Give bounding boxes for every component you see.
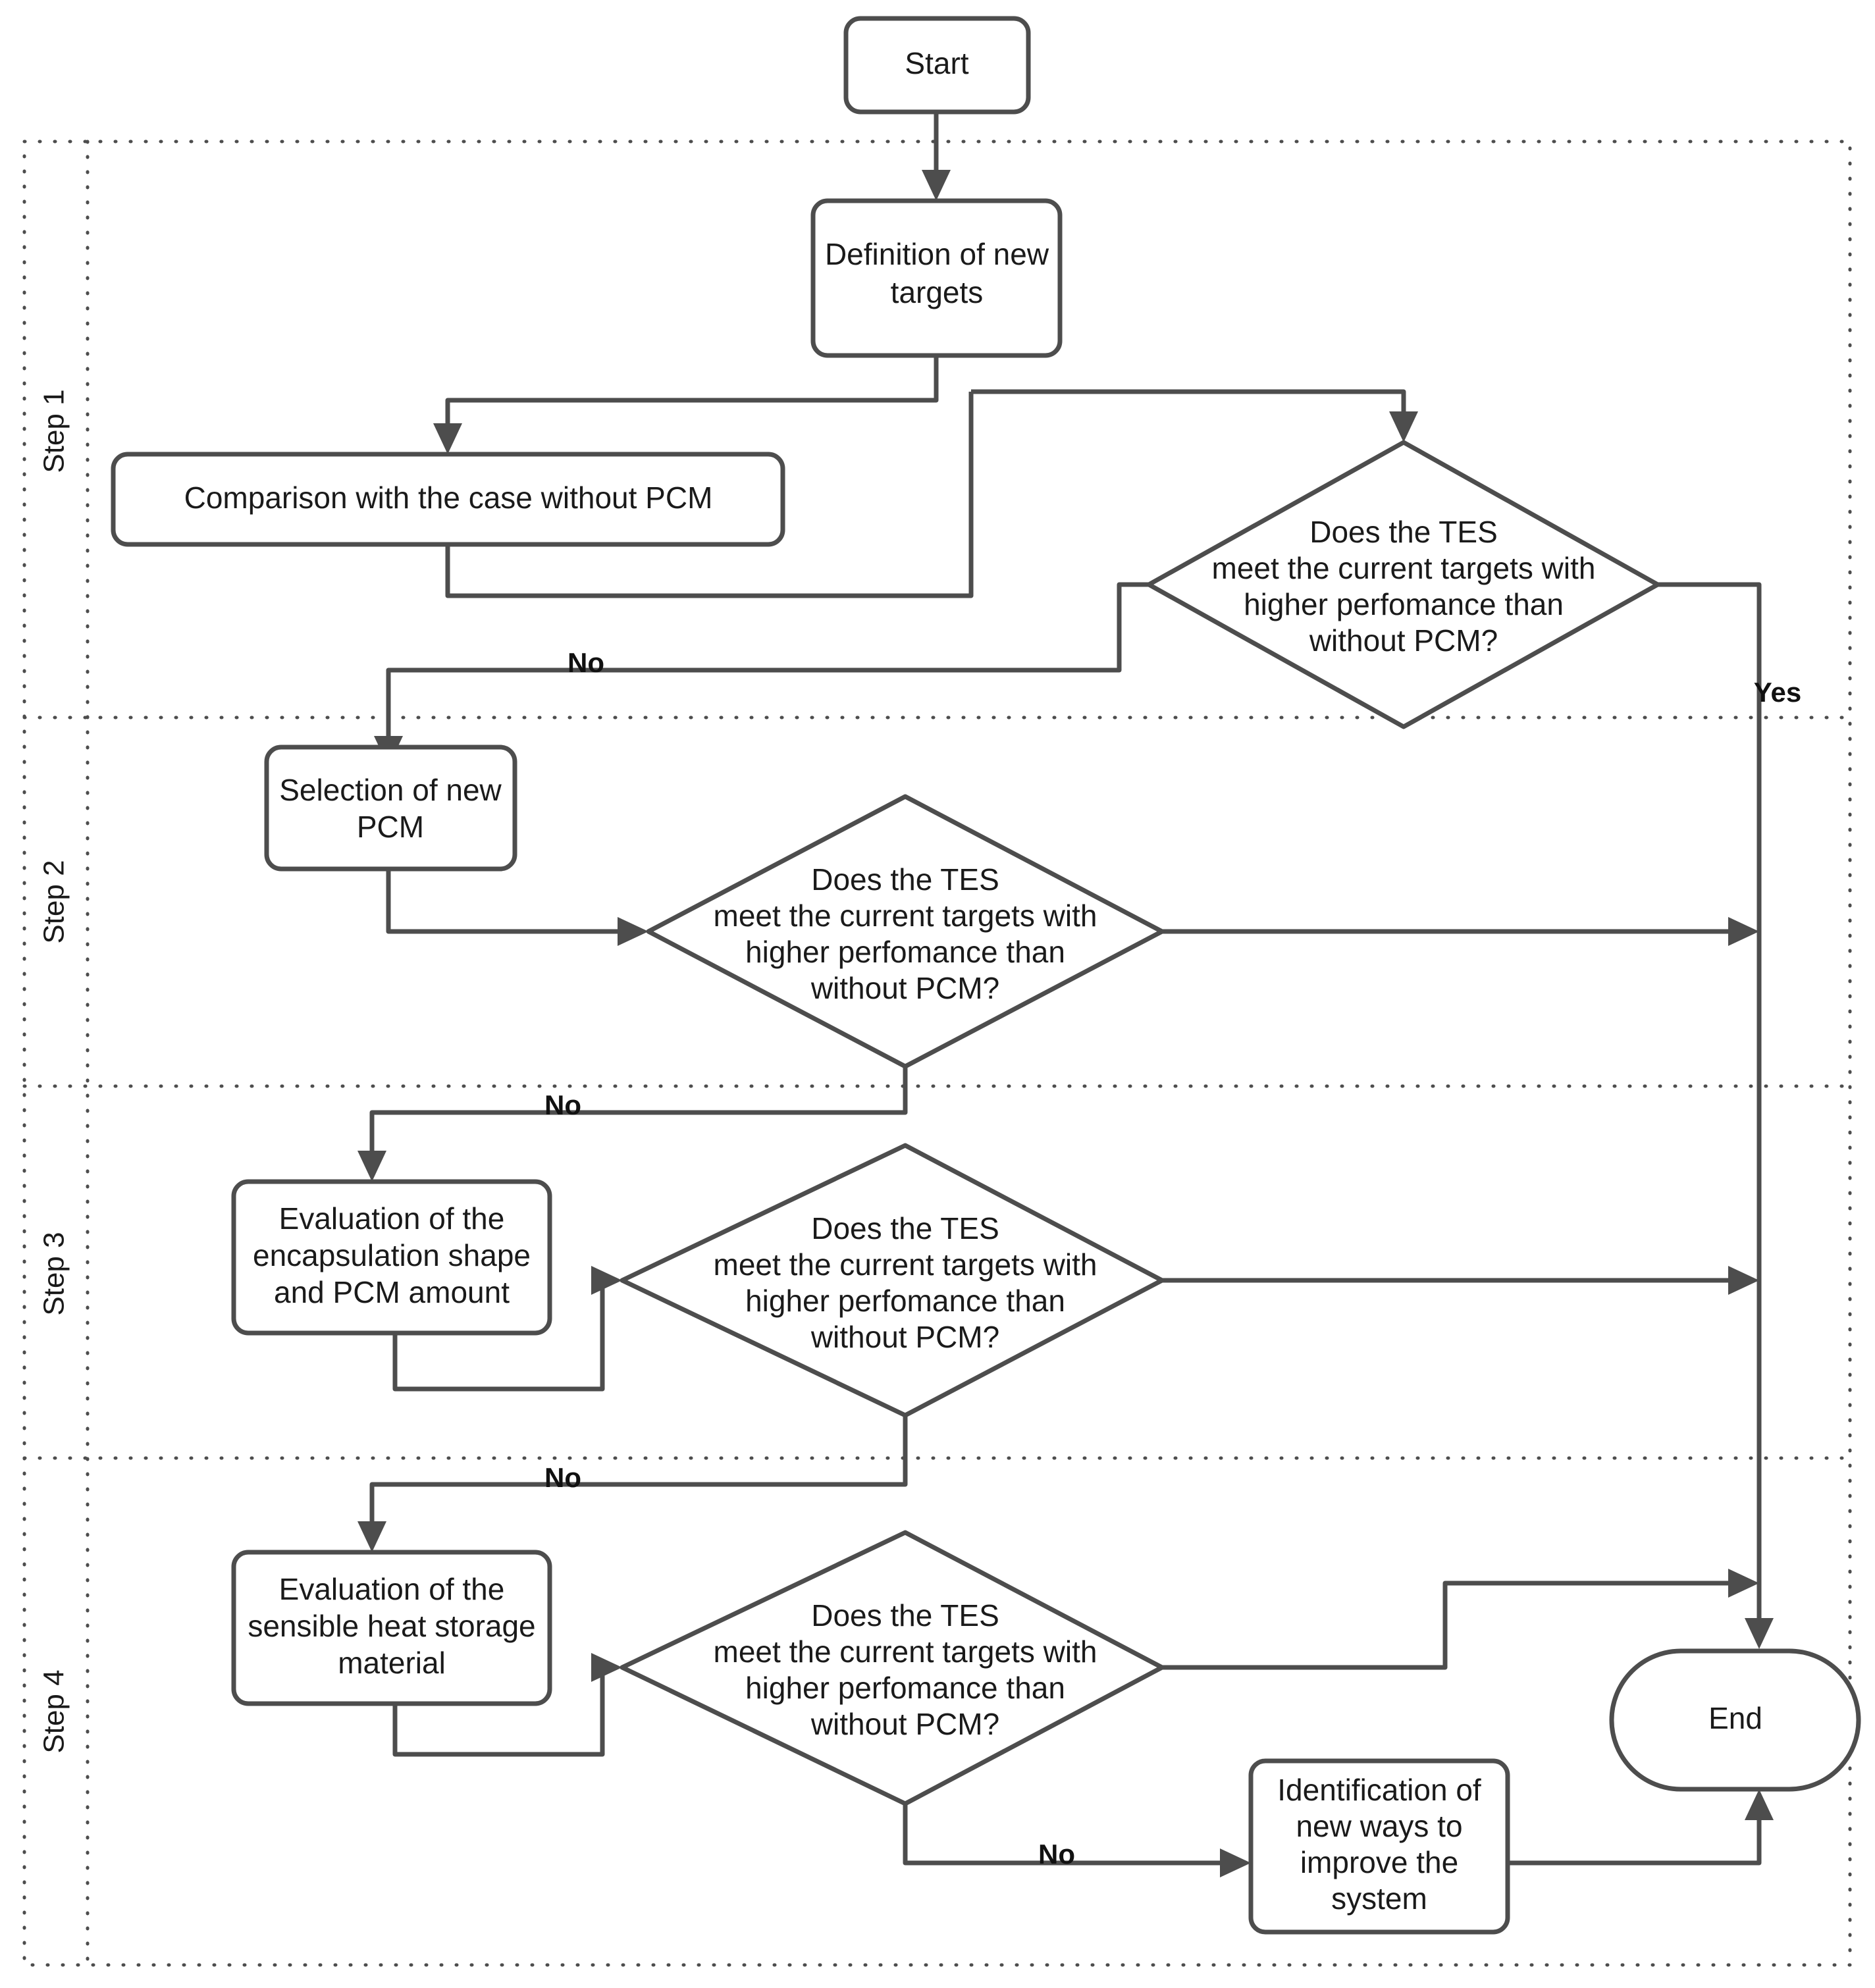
end-label: End [1708, 1701, 1762, 1735]
decision1-line1: Does the TES [1309, 515, 1498, 549]
definition-label-line1: Definition of new [825, 237, 1049, 271]
arrowhead-decision2-yes [1728, 917, 1759, 946]
selection-line1: Selection of new [279, 773, 502, 807]
decision2-shape[interactable] [646, 794, 1165, 1069]
node-comparison-without-pcm[interactable]: Comparison with the case without PCM [111, 452, 785, 547]
decision4-line3: higher perfomance than [745, 1671, 1065, 1705]
arrowhead-identification-in [1220, 1848, 1251, 1877]
comparison-shape[interactable] [111, 452, 785, 547]
arrowhead-decision2-no [357, 1151, 386, 1182]
decision2-line4: without PCM? [810, 971, 999, 1005]
decision3-line3: higher perfomance than [745, 1284, 1065, 1318]
decision1-shape[interactable] [1146, 440, 1660, 729]
lane-label-step1: Step 1 [38, 389, 70, 473]
selection-line2: PCM [357, 810, 424, 844]
edge-encapsulation-to-decision3 [392, 1280, 605, 1392]
node-decision-step1[interactable]: Does the TES meet the current targets wi… [1146, 440, 1660, 729]
lane-labels: Step 1 Step 2 Step 3 Step 4 [38, 389, 70, 1753]
node-definition-of-new-targets[interactable]: Definition of new targets [810, 198, 1063, 358]
edge-decision4-no [903, 1804, 1231, 1866]
arrowhead-decision3-no [357, 1521, 386, 1552]
selection-shape[interactable] [264, 745, 517, 872]
arrowhead-comparison-in [433, 423, 462, 454]
arrowhead-decision4-yes [1728, 1569, 1759, 1598]
arrowhead-definition-in [922, 170, 951, 201]
edge-decision4-yes [1162, 1581, 1738, 1670]
sensible-line2: sensible heat storage [248, 1609, 535, 1643]
start-shape[interactable] [843, 16, 1031, 115]
decision3-line2: meet the current targets with [714, 1247, 1097, 1282]
arrowhead-end-bottom-in [1745, 1789, 1774, 1820]
decision4-line4: without PCM? [810, 1707, 999, 1741]
node-sensible-heat-evaluation[interactable]: Evaluation of the sensible heat storage … [231, 1550, 552, 1706]
decision3-shape[interactable] [620, 1143, 1165, 1418]
edge-decision1-no [386, 582, 1149, 750]
sensible-line1: Evaluation of the [279, 1572, 505, 1606]
sensible-shape[interactable] [231, 1550, 552, 1706]
encapsulation-line1: Evaluation of the [279, 1201, 505, 1236]
decision4-line2: meet the current targets with [714, 1635, 1097, 1669]
comparison-label: Comparison with the case without PCM [184, 481, 713, 515]
connectors: No Yes No No [357, 112, 1801, 1877]
arrowhead-decision3-yes [1728, 1266, 1759, 1295]
arrowhead-decision4-in [591, 1653, 622, 1682]
identification-line3: improve the [1300, 1845, 1458, 1879]
definition-label-line2: targets [891, 275, 984, 309]
decision4-line1: Does the TES [811, 1598, 999, 1633]
arrowhead-decision3-in [591, 1266, 622, 1295]
edge-label-decision1-no: No [568, 647, 604, 678]
edge-label-decision2-no: No [544, 1089, 581, 1120]
lane-label-step2: Step 2 [38, 860, 70, 943]
edge-comparison-loop-back [445, 392, 974, 598]
arrowhead-decision2-in [618, 917, 648, 946]
edge-label-decision4-no: No [1038, 1839, 1075, 1870]
edge-definition-to-comparison [445, 355, 939, 438]
node-decision-step2[interactable]: Does the TES meet the current targets wi… [646, 794, 1165, 1069]
identification-line1: Identification of [1277, 1773, 1481, 1807]
decision3-line1: Does the TES [811, 1211, 999, 1245]
node-encapsulation-evaluation[interactable]: Evaluation of the encapsulation shape an… [231, 1179, 552, 1336]
decision2-line3: higher perfomance than [745, 935, 1065, 969]
edge-definition-to-decision1 [971, 389, 1406, 428]
identification-shape[interactable] [1248, 1758, 1510, 1935]
sensible-line3: material [338, 1646, 446, 1680]
swimlane-frame [22, 140, 1852, 1967]
lane-label-step4: Step 4 [38, 1669, 70, 1753]
edge-identification-to-end [1508, 1807, 1762, 1866]
encapsulation-line3: and PCM amount [274, 1275, 510, 1309]
identification-line2: new ways to [1296, 1809, 1462, 1843]
node-selection-of-new-pcm[interactable]: Selection of new PCM [264, 745, 517, 872]
encapsulation-shape[interactable] [231, 1179, 552, 1336]
decision2-line2: meet the current targets with [714, 899, 1097, 933]
arrowhead-decision1-in [1389, 411, 1418, 442]
edge-selection-to-decision2 [386, 869, 629, 934]
decision2-line1: Does the TES [811, 862, 999, 897]
arrowhead-end-in [1745, 1618, 1774, 1649]
node-identification-improvements[interactable]: Identification of new ways to improve th… [1248, 1758, 1510, 1935]
node-end[interactable]: End [1609, 1648, 1861, 1792]
edge-label-decision3-no: No [544, 1462, 581, 1493]
identification-line4: system [1331, 1881, 1427, 1916]
edge-sensible-to-decision4 [392, 1667, 605, 1757]
definition-shape[interactable] [810, 198, 1063, 358]
edge-decision1-yes-spine [1658, 582, 1762, 1633]
encapsulation-line2: encapsulation shape [253, 1238, 531, 1272]
edge-decision2-no [369, 1066, 908, 1165]
end-shape[interactable] [1609, 1648, 1861, 1792]
decision1-line2: meet the current targets with [1212, 551, 1596, 585]
node-decision-step4[interactable]: Does the TES meet the current targets wi… [620, 1530, 1165, 1806]
edge-label-decision1-yes: Yes [1754, 677, 1801, 708]
start-label: Start [905, 46, 968, 80]
decision1-line4: without PCM? [1309, 623, 1498, 658]
node-decision-step3[interactable]: Does the TES meet the current targets wi… [620, 1143, 1165, 1418]
decision4-shape[interactable] [620, 1530, 1165, 1806]
edge-decision3-no [369, 1415, 908, 1534]
lane-label-step3: Step 3 [38, 1232, 70, 1315]
decision3-line4: without PCM? [810, 1320, 999, 1354]
decision1-line3: higher perfomance than [1244, 587, 1564, 621]
node-start[interactable]: Start [843, 16, 1031, 115]
